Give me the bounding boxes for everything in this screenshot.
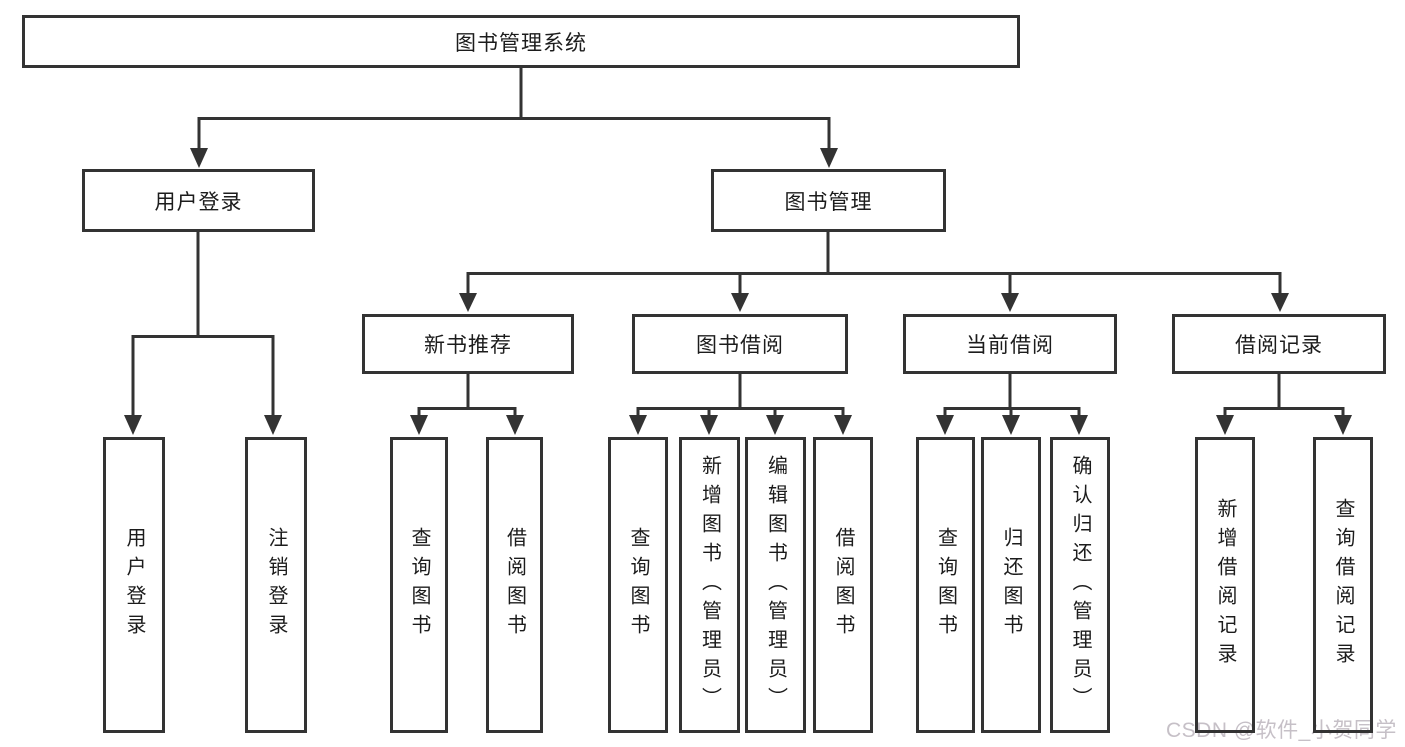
leaf-return-book-label: 归还图书 <box>1000 527 1022 643</box>
leaf-logout: 注销登录 <box>245 437 307 733</box>
leaf-add-borrow-record-label: 新增借阅记录 <box>1214 498 1236 672</box>
node-user-login: 用户登录 <box>82 169 315 232</box>
leaf-query-books-current: 查询图书 <box>916 437 975 733</box>
leaf-edit-book-admin-label: 编辑图书（管理员） <box>764 454 787 716</box>
leaf-query-books-borrow: 查询图书 <box>608 437 668 733</box>
node-current-borrow: 当前借阅 <box>903 314 1117 374</box>
leaf-logout-label: 注销登录 <box>265 527 287 643</box>
leaf-query-books-recommend-label: 查询图书 <box>408 527 430 643</box>
node-borrow-records: 借阅记录 <box>1172 314 1386 374</box>
edge-root-to-level2 <box>197 66 831 150</box>
leaf-borrow-books-recommend-label: 借阅图书 <box>503 527 526 643</box>
edge-newbook-to-leaves <box>417 372 517 417</box>
leaf-borrow-books-recommend: 借阅图书 <box>486 437 543 733</box>
node-current-borrow-label: 当前借阅 <box>966 334 1054 357</box>
leaf-add-borrow-record: 新增借阅记录 <box>1195 437 1255 733</box>
leaf-confirm-return-admin: 确认归还（管理员） <box>1050 437 1110 733</box>
edge-bookborrow-to-leaves <box>636 372 845 417</box>
edge-userlogin-to-leaves <box>131 230 275 417</box>
node-borrow-records-label: 借阅记录 <box>1235 334 1323 357</box>
node-book-borrow: 图书借阅 <box>632 314 848 374</box>
leaf-borrow-books-borrow-label: 借阅图书 <box>832 527 854 643</box>
leaf-borrow-books-borrow: 借阅图书 <box>813 437 873 733</box>
csdn-watermark: CSDN @软件_小贺同学 <box>1166 719 1397 742</box>
node-root-system-label: 图书管理系统 <box>455 31 587 55</box>
node-book-borrow-label: 图书借阅 <box>696 334 784 357</box>
leaf-query-borrow-record: 查询借阅记录 <box>1313 437 1373 733</box>
edge-borrowrecords-to-leaves <box>1223 372 1345 417</box>
node-user-login-label: 用户登录 <box>154 190 243 214</box>
node-new-book-recommend: 新书推荐 <box>362 314 574 374</box>
node-root-system: 图书管理系统 <box>22 15 1020 68</box>
node-book-management: 图书管理 <box>711 169 946 232</box>
leaf-query-books-current-label: 查询图书 <box>934 527 957 643</box>
node-new-book-recommend-label: 新书推荐 <box>424 334 512 357</box>
node-book-management-label: 图书管理 <box>784 190 873 214</box>
leaf-add-book-admin: 新增图书（管理员） <box>679 437 740 733</box>
leaf-query-books-borrow-label: 查询图书 <box>627 527 649 643</box>
leaf-user-login: 用户登录 <box>103 437 165 733</box>
leaf-return-book: 归还图书 <box>981 437 1041 733</box>
leaf-query-books-recommend: 查询图书 <box>390 437 448 733</box>
arrowheads <box>124 148 1352 435</box>
leaf-confirm-return-admin-label: 确认归还（管理员） <box>1069 454 1091 716</box>
leaf-query-borrow-record-label: 查询借阅记录 <box>1332 498 1354 672</box>
edge-currentborrow-to-leaves <box>943 372 1081 417</box>
leaf-add-book-admin-label: 新增图书（管理员） <box>698 454 721 716</box>
leaf-user-login-label: 用户登录 <box>123 527 145 643</box>
edge-bookmgmt-to-level3 <box>466 230 1282 295</box>
leaf-edit-book-admin: 编辑图书（管理员） <box>745 437 806 733</box>
